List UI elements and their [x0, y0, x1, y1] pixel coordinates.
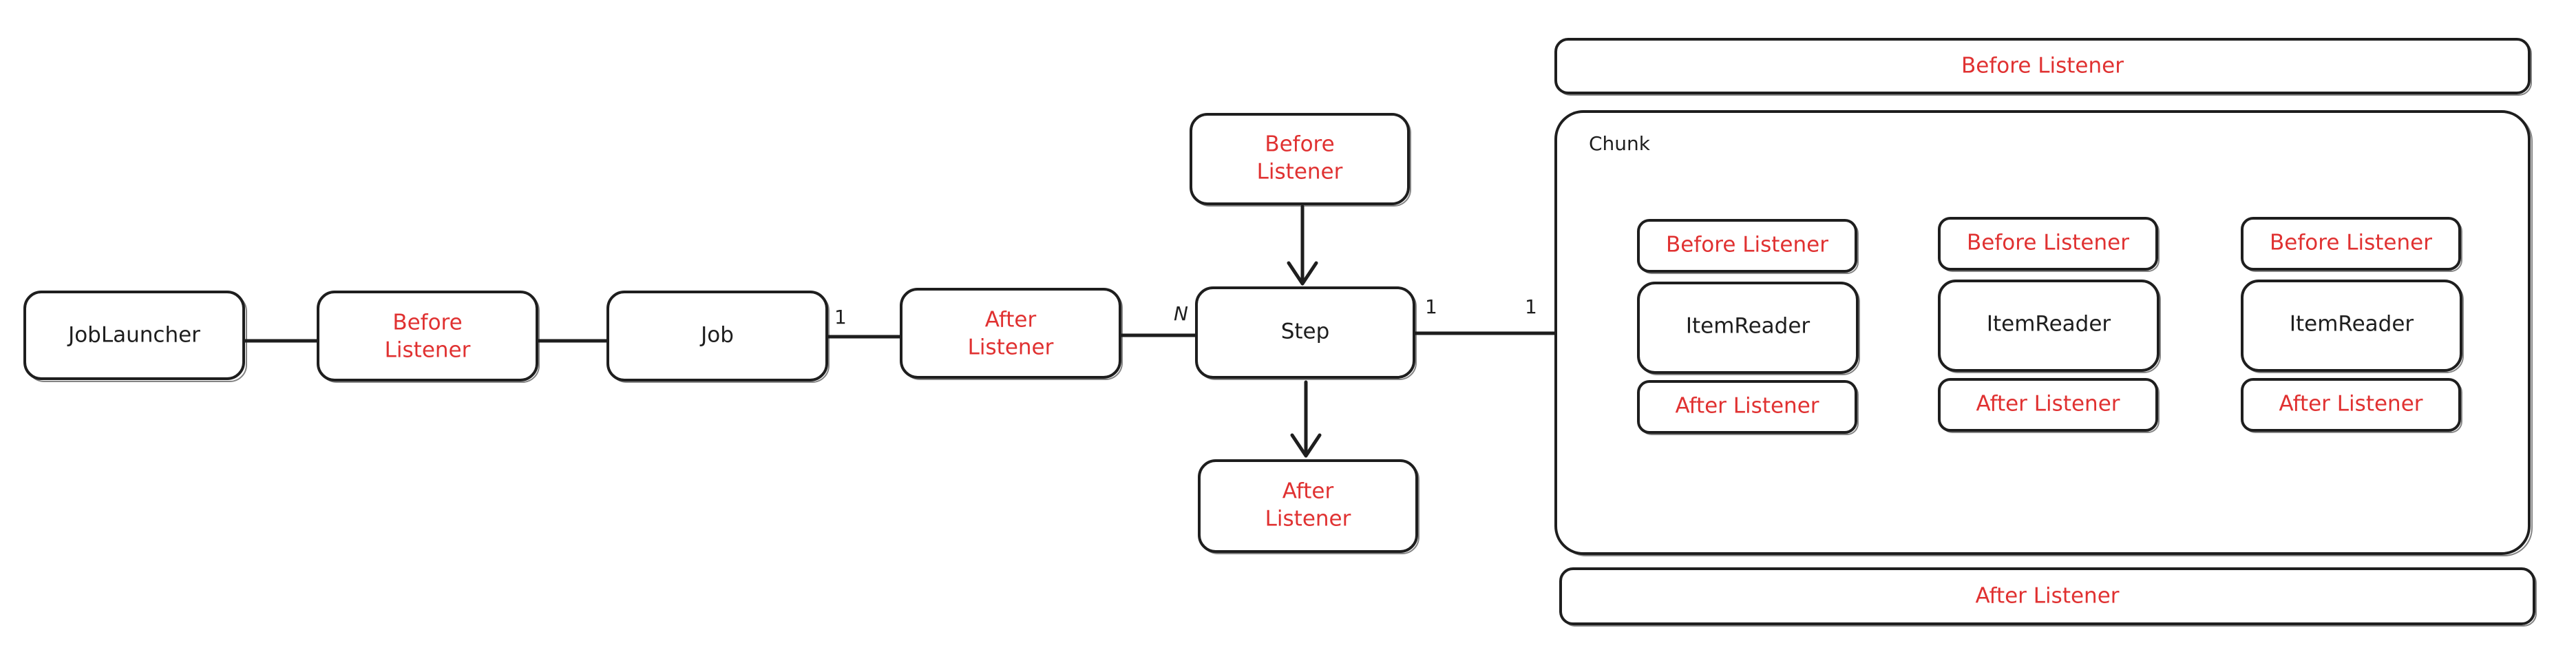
item3-reader-node[interactable]: ItemReader [2241, 280, 2464, 373]
item1-after-listener-label: After Listener [1675, 394, 1819, 419]
item1-reader-node[interactable]: ItemReader [1637, 282, 1860, 375]
item1-before-listener-node[interactable]: Before Listener [1637, 219, 1859, 274]
chunk-after-listener-node[interactable]: After Listener [1559, 567, 2537, 627]
item3-reader-label: ItemReader [2290, 312, 2414, 337]
step-label: Step [1281, 319, 1330, 344]
job-before-listener-line2: Listener [385, 338, 471, 363]
item2-reader-label: ItemReader [1987, 312, 2111, 337]
item2-before-listener-node[interactable]: Before Listener [1938, 217, 2160, 272]
chunk-before-listener-node[interactable]: Before Listener [1554, 38, 2532, 96]
item1-before-listener-label: Before Listener [1666, 233, 1828, 258]
job-after-listener-line2: Listener [968, 335, 1054, 360]
item-column-2: Before Listener ItemReader After Listene… [1938, 217, 2161, 433]
arrow-step-to-after [1290, 380, 1322, 458]
cardinality-step-one: 1 [1425, 295, 1437, 318]
chunk-before-listener-label: Before Listener [1961, 54, 2124, 78]
item3-before-listener-node[interactable]: Before Listener [2241, 217, 2462, 272]
job-before-listener-node[interactable]: Before Listener [317, 291, 540, 383]
job-before-listener-line1: Before [392, 311, 462, 335]
item2-after-listener-node[interactable]: After Listener [1938, 378, 2160, 433]
cardinality-job-one: 1 [834, 306, 847, 328]
arrow-before-to-step [1287, 204, 1318, 286]
item2-after-listener-label: After Listener [1976, 392, 2120, 417]
job-after-listener-line1: After [985, 308, 1037, 333]
item1-reader-label: ItemReader [1686, 314, 1810, 339]
step-after-listener-line1: After [1282, 479, 1334, 504]
item-column-1: Before Listener ItemReader After Listene… [1637, 219, 1860, 435]
item1-after-listener-node[interactable]: After Listener [1637, 380, 1859, 435]
step-before-listener-line2: Listener [1257, 160, 1343, 185]
step-node[interactable]: Step [1195, 286, 1417, 380]
item2-before-listener-label: Before Listener [1967, 231, 2129, 255]
job-node[interactable]: Job [606, 291, 830, 383]
item3-before-listener-label: Before Listener [2270, 231, 2432, 255]
job-label: Job [699, 323, 734, 348]
job-launcher-label: JobLauncher [67, 323, 200, 348]
step-after-listener-line2: Listener [1265, 507, 1351, 532]
step-before-listener-node[interactable]: Before Listener [1190, 113, 1411, 207]
item2-reader-node[interactable]: ItemReader [1938, 280, 2161, 373]
job-launcher-node[interactable]: JobLauncher [23, 291, 247, 382]
cardinality-chunk-one: 1 [1525, 295, 1537, 318]
step-after-listener-node[interactable]: After Listener [1198, 459, 1419, 554]
chunk-label: Chunk [1589, 132, 1651, 155]
chunk-after-listener-label: After Listener [1975, 584, 2119, 609]
item3-after-listener-label: After Listener [2279, 392, 2422, 417]
step-before-listener-line1: Before [1265, 132, 1334, 157]
cardinality-step-many: N [1174, 302, 1188, 325]
item-column-3: Before Listener ItemReader After Listene… [2241, 217, 2464, 433]
job-after-listener-node[interactable]: After Listener [900, 288, 1123, 380]
item3-after-listener-node[interactable]: After Listener [2241, 378, 2462, 433]
